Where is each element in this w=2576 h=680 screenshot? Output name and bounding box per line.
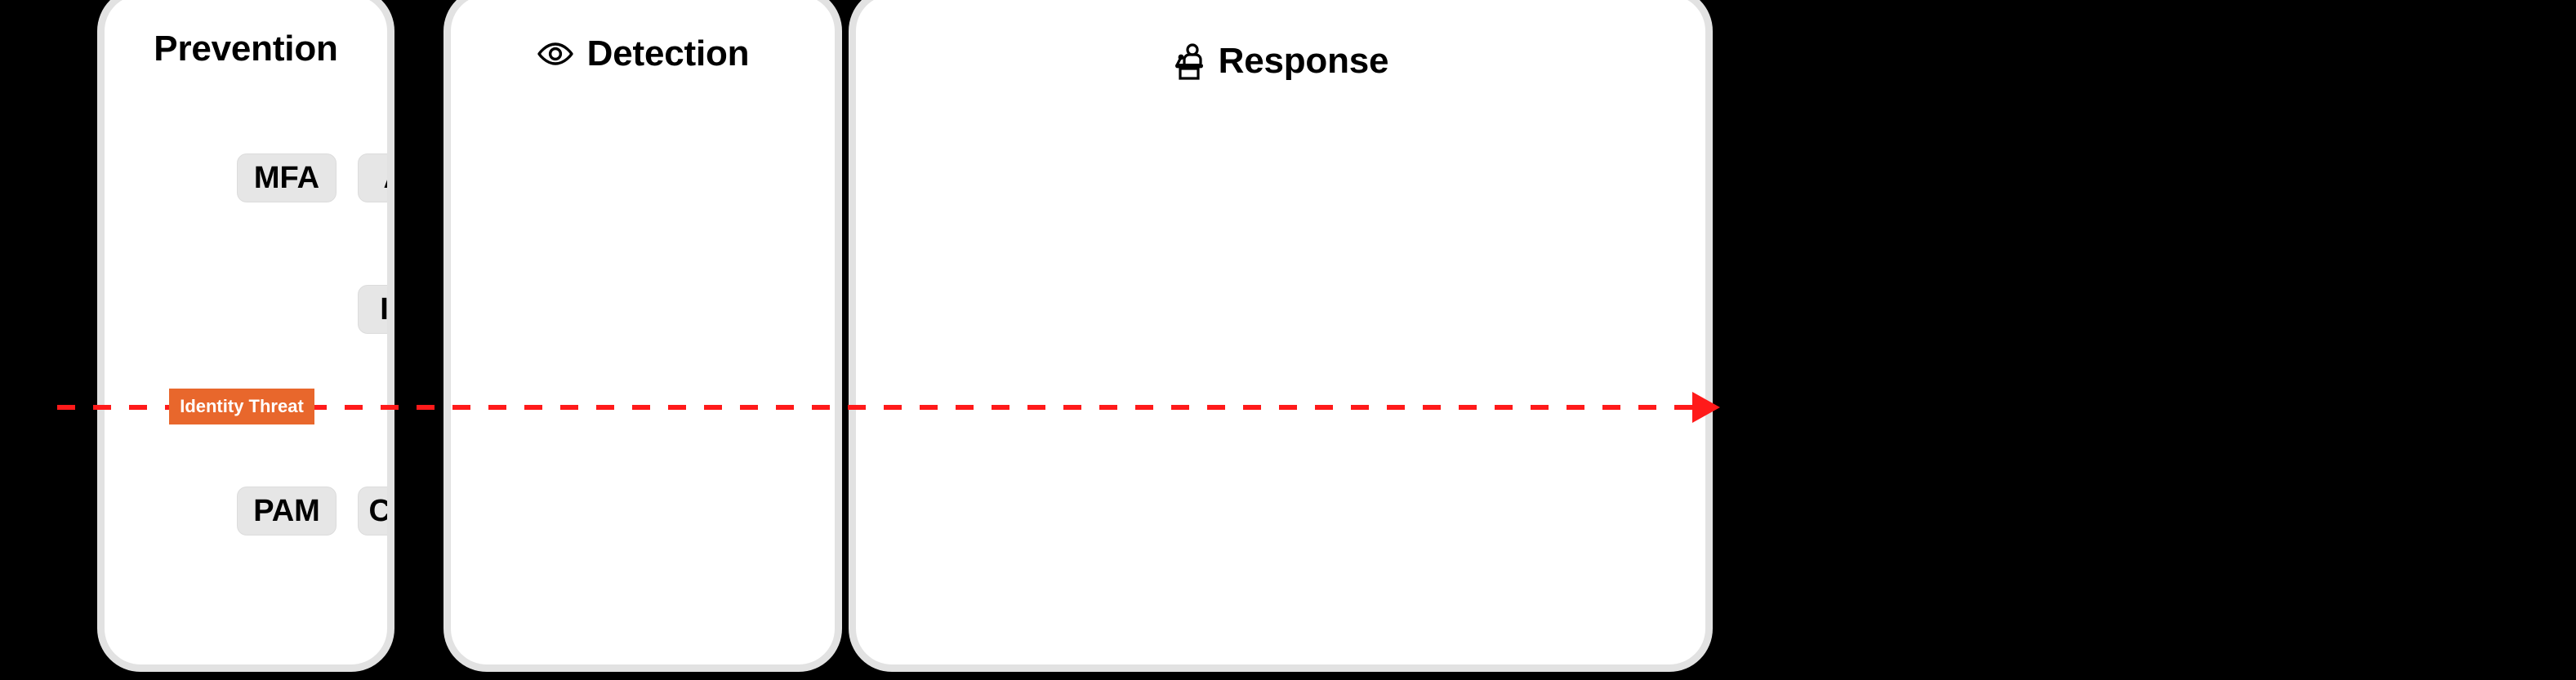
chip-mfa-label: MFA [253, 160, 320, 195]
chip-iga[interactable]: IGA [358, 285, 387, 334]
chip-pam[interactable]: PAM [237, 487, 336, 536]
panel-detection-title-text: Detection [586, 33, 750, 73]
badge-identity-threat[interactable]: Identity Threat [169, 389, 314, 424]
panel-prevention-title-text: Prevention [154, 29, 338, 69]
panel-prevention-title: Prevention [105, 31, 387, 67]
chip-pam-label: PAM [253, 493, 320, 528]
panel-detection-body: Detection TTP UBA IOC [451, 0, 835, 664]
chip-iga-label: IGA [380, 291, 387, 327]
chip-mfa[interactable]: MFA [237, 153, 336, 202]
flow-arrow-right-icon [1692, 392, 1720, 423]
panel-response[interactable]: Response Identity Threat Playbook Eradic… [856, 0, 1705, 664]
chip-am-label: AM [383, 161, 387, 196]
panel-detection-title: Detection [451, 36, 835, 72]
panel-response-title-text: Response [1218, 41, 1389, 81]
eye-icon [537, 41, 574, 67]
chip-ciem[interactable]: CIEM [358, 487, 387, 536]
panel-detection[interactable]: Detection TTP UBA IOC [451, 0, 835, 664]
panel-prevention[interactable]: Prevention MFA AM IGA PAM CIEM [105, 0, 387, 664]
podium-icon [1173, 42, 1206, 80]
panel-response-body: Response Identity Threat Playbook Eradic… [856, 0, 1705, 664]
chip-ciem-label: CIEM [368, 493, 388, 528]
panel-prevention-body: Prevention MFA AM IGA PAM CIEM [105, 0, 387, 664]
badge-identity-threat-label: Identity Threat [180, 396, 304, 416]
identity-threat-flow-line [57, 405, 1699, 410]
chip-am[interactable]: AM [358, 153, 387, 202]
panel-response-title: Response [856, 42, 1705, 80]
